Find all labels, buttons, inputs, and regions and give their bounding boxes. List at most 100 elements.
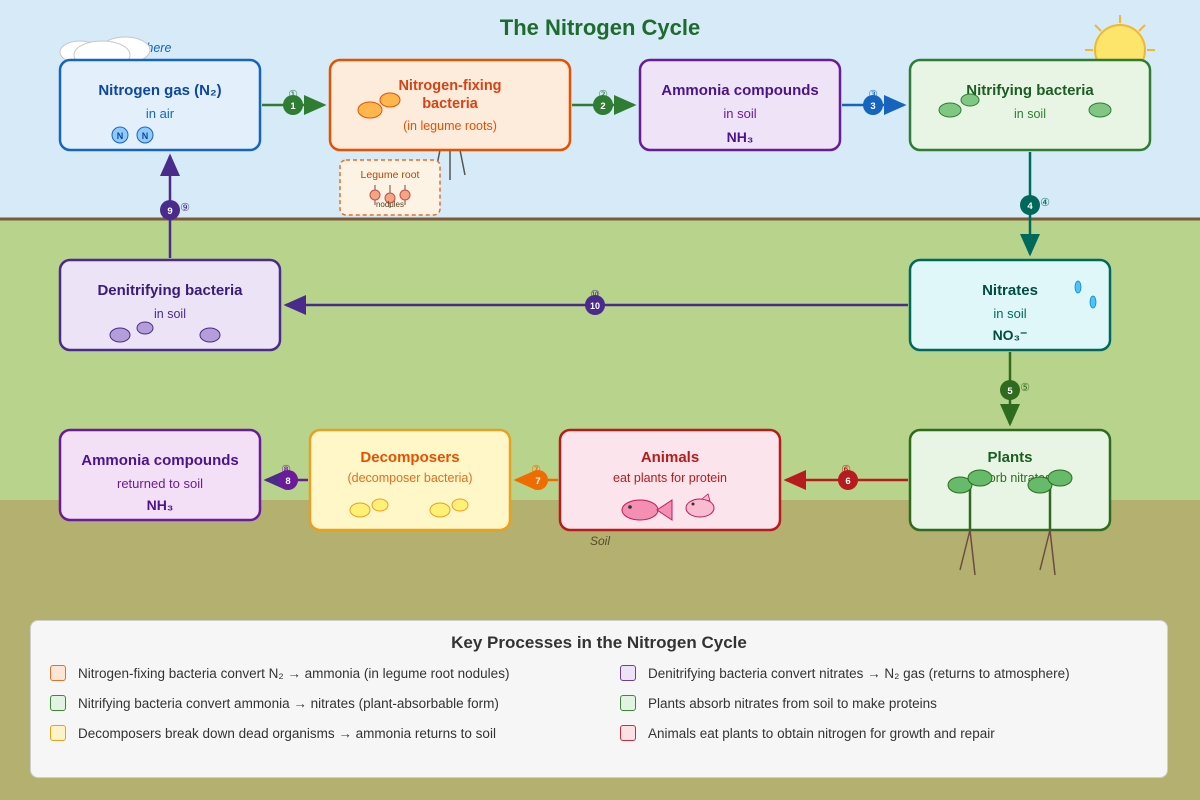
svg-text:⑨: ⑨ <box>180 202 190 214</box>
bacteria-icon <box>136 321 154 335</box>
step-badge-9: 9 ⑨ <box>160 200 190 220</box>
node-nitrates-formula: NO₃⁻ <box>993 327 1028 343</box>
node-nitrates: Nitrates in soil NO₃⁻ <box>908 258 1112 352</box>
bacteria-icon <box>109 327 131 343</box>
soil-label: Soil <box>590 534 610 548</box>
step-badge-5: 5 ⑤ <box>1000 380 1030 400</box>
legend-item-text: Plants absorb nitrates from soil to make… <box>648 695 937 711</box>
bacteria-icon <box>371 498 389 512</box>
legend-item-plants: Plants absorb nitrates from soil to make… <box>620 695 937 711</box>
step-badge-3: ③ 3 <box>863 89 883 115</box>
svg-text:⑤: ⑤ <box>1020 382 1030 394</box>
svg-text:8: 8 <box>285 476 290 487</box>
node-ammonia-formula: NH₃ <box>727 129 754 145</box>
legend-swatch <box>50 665 66 681</box>
bacteria-icon <box>960 93 980 107</box>
step-badge-10: ⑩ 10 <box>585 289 605 315</box>
plant-icon <box>947 469 993 576</box>
legend-swatch <box>620 665 636 681</box>
svg-text:5: 5 <box>1007 386 1013 397</box>
node-nitrogen-fixing-title-2: bacteria <box>422 96 479 112</box>
bacteria-icon <box>1088 102 1112 118</box>
legend-item-text: Denitrifying bacteria convert nitrates →… <box>648 665 1070 681</box>
step-badge-2: ② 2 <box>593 89 613 115</box>
bacteria-icon <box>357 101 383 119</box>
node-ammonia-sub: in soil <box>723 106 756 121</box>
node-decomposers-title: Decomposers <box>360 449 459 466</box>
legume-root-sub: nodules <box>376 200 404 209</box>
svg-text:⑩: ⑩ <box>590 289 600 301</box>
node-nitrogen-gas: Nitrogen gas (N₂) in air N N <box>58 58 262 152</box>
svg-text:⑥: ⑥ <box>841 464 851 476</box>
bacteria-icon <box>429 502 451 518</box>
legend-item-text: Nitrifying bacteria convert ammonia → ni… <box>78 695 499 711</box>
node-ammonia-returned-title: Ammonia compounds <box>81 452 239 469</box>
node-animals-title: Animals <box>641 449 699 466</box>
legend-item-nitrogen-fixing: Nitrogen-fixing bacteria convert N₂ → am… <box>50 665 509 681</box>
svg-text:①: ① <box>288 89 298 101</box>
svg-text:4: 4 <box>1027 201 1033 212</box>
legend-item-text: Animals eat plants to obtain nitrogen fo… <box>648 725 995 741</box>
svg-text:③: ③ <box>868 89 878 101</box>
node-animals-sub: eat plants for protein <box>613 471 727 485</box>
svg-text:2: 2 <box>600 101 605 112</box>
node-nitrates-sub: in soil <box>993 306 1026 321</box>
step-badge-7: ⑦ 7 <box>528 464 548 490</box>
legume-root-label: Legume root <box>361 169 420 181</box>
node-nitrogen-gas-sub: in air <box>146 106 175 121</box>
node-animals: Animals eat plants for protein <box>558 428 782 532</box>
node-nitrogen-fixing-title-1: Nitrogen-fixing <box>398 78 501 94</box>
bacteria-icon <box>451 498 469 512</box>
bacteria-icon <box>379 92 401 108</box>
water-drop-icon <box>1089 295 1097 309</box>
svg-text:10: 10 <box>590 301 600 311</box>
bacteria-icon <box>199 327 221 343</box>
node-decomposers-sub: (decomposer bacteria) <box>347 471 472 485</box>
node-nitrogen-fixing-bacteria: Nitrogen-fixing bacteria (in legume root… <box>328 58 572 180</box>
legend-item-animals: Animals eat plants to obtain nitrogen fo… <box>620 725 995 741</box>
svg-text:1: 1 <box>290 101 296 112</box>
node-nitrogen-fixing-sub: (in legume roots) <box>403 119 497 133</box>
node-denitrifying-title: Denitrifying bacteria <box>97 282 243 299</box>
node-plants-title: Plants <box>987 449 1032 466</box>
node-denitrifying-sub: in soil <box>154 307 186 321</box>
node-nitrifying-title: Nitrifying bacteria <box>966 82 1094 99</box>
node-ammonia-compounds: Ammonia compounds in soil NH₃ <box>638 58 842 152</box>
legend-title: Key Processes in the Nitrogen Cycle <box>451 633 747 652</box>
legend-swatch <box>50 725 66 741</box>
svg-text:④: ④ <box>1040 197 1050 209</box>
step-badge-6: ⑥ 6 <box>838 464 858 490</box>
legend-swatch <box>620 725 636 741</box>
node-ammonia-title: Ammonia compounds <box>661 82 819 99</box>
legend-item-text: Decomposers break down dead organisms → … <box>78 725 496 741</box>
legend-item-denitrifying: Denitrifying bacteria convert nitrates →… <box>620 665 1070 681</box>
legend-item-text: Nitrogen-fixing bacteria convert N₂ → am… <box>78 665 510 681</box>
bacteria-icon <box>349 502 371 518</box>
key-processes-legend: Key Processes in the Nitrogen Cycle Nitr… <box>30 620 1168 778</box>
node-denitrifying-bacteria: Denitrifying bacteria in soil <box>58 258 282 352</box>
svg-text:3: 3 <box>870 101 875 112</box>
node-nitrifying-sub: in soil <box>1014 107 1046 121</box>
nitrogen-atom-icon: N <box>136 126 154 144</box>
step-badge-8: ⑧ 8 <box>278 464 298 490</box>
step-badge-4: 4 ④ <box>1020 195 1050 215</box>
nodule-icon <box>384 192 396 204</box>
legume-root-nodules-inset: Legume root nodules <box>339 159 441 216</box>
node-plants: Plants absorb nitrates <box>908 428 1112 576</box>
svg-text:N: N <box>142 131 149 141</box>
node-nitrifying-bacteria: Nitrifying bacteria in soil <box>908 58 1152 152</box>
node-decomposers: Decomposers (decomposer bacteria) <box>308 428 512 532</box>
node-nitrates-title: Nitrates <box>982 282 1038 299</box>
svg-text:9: 9 <box>167 206 172 217</box>
svg-text:②: ② <box>598 89 608 101</box>
legend-item-decomposers: Decomposers break down dead organisms → … <box>50 725 496 741</box>
plant-icon <box>1027 469 1073 576</box>
nodule-icon <box>399 189 411 201</box>
svg-text:7: 7 <box>535 476 540 487</box>
fish-icon <box>621 499 673 521</box>
svg-text:⑧: ⑧ <box>281 464 291 476</box>
svg-text:6: 6 <box>845 476 850 487</box>
legend-swatch <box>50 695 66 711</box>
legend-swatch <box>620 695 636 711</box>
node-nitrogen-gas-title: Nitrogen gas (N₂) <box>98 82 221 99</box>
